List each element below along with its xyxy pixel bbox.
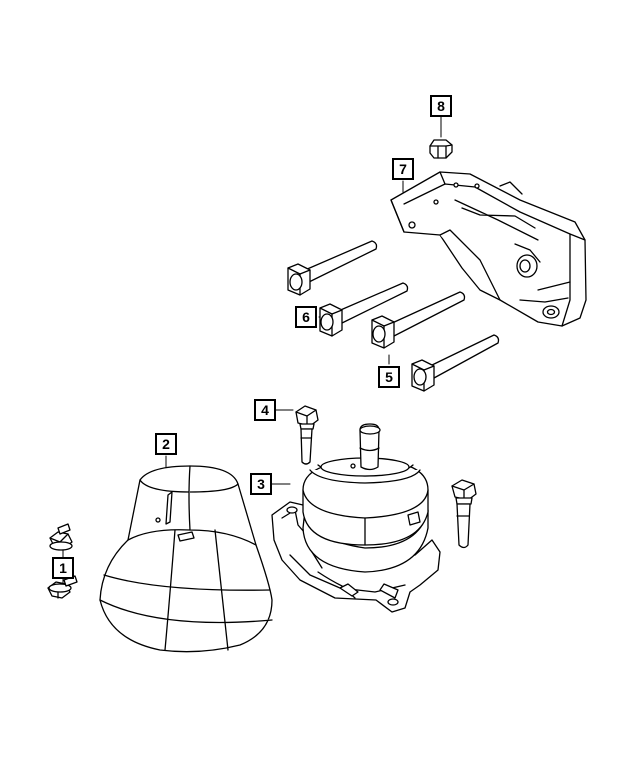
flange-bolt-icon[interactable] — [49, 523, 73, 551]
callout-7[interactable]: 7 — [392, 158, 414, 180]
hex-nut-icon[interactable] — [429, 139, 453, 159]
long-bolt-icon[interactable] — [319, 282, 409, 337]
callout-6[interactable]: 6 — [295, 306, 317, 328]
callout-5[interactable]: 5 — [378, 366, 400, 388]
long-bolt-icon[interactable] — [411, 334, 500, 392]
callout-4[interactable]: 4 — [254, 399, 276, 421]
long-bolt-icon[interactable] — [371, 291, 466, 349]
long-bolt-icon[interactable] — [287, 240, 378, 296]
stud-bolt-icon[interactable] — [295, 405, 319, 465]
mount-bracket-icon[interactable] — [390, 171, 587, 327]
callout-8[interactable]: 8 — [430, 95, 452, 117]
heat-shield-icon[interactable] — [99, 465, 273, 653]
callout-1[interactable]: 1 — [52, 557, 74, 579]
stud-bolt-icon[interactable] — [451, 479, 477, 549]
callout-3[interactable]: 3 — [250, 473, 272, 495]
callout-2[interactable]: 2 — [155, 433, 177, 455]
engine-mount-insulator-icon[interactable] — [271, 423, 441, 613]
